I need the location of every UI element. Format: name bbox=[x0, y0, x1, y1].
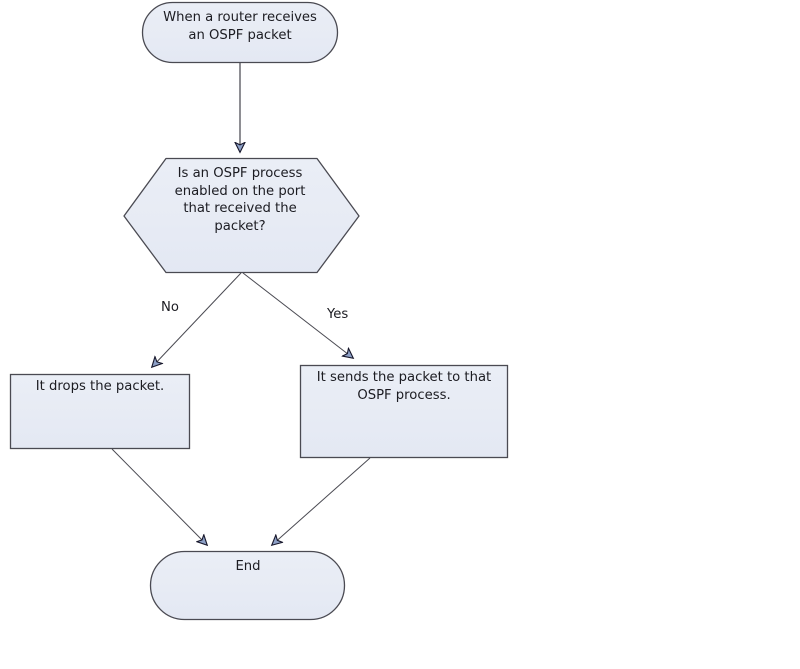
connector-decision-to-drop bbox=[152, 272, 242, 367]
node-start[interactable] bbox=[141, 1, 339, 64]
node-end[interactable] bbox=[149, 550, 346, 621]
node-decision[interactable] bbox=[123, 157, 360, 274]
node-send-packet[interactable] bbox=[299, 364, 509, 459]
connector-drop-to-end bbox=[111, 448, 207, 545]
node-drop-packet[interactable] bbox=[9, 373, 191, 450]
connector-decision-to-send bbox=[242, 272, 353, 358]
connector-send-to-end bbox=[272, 457, 371, 545]
